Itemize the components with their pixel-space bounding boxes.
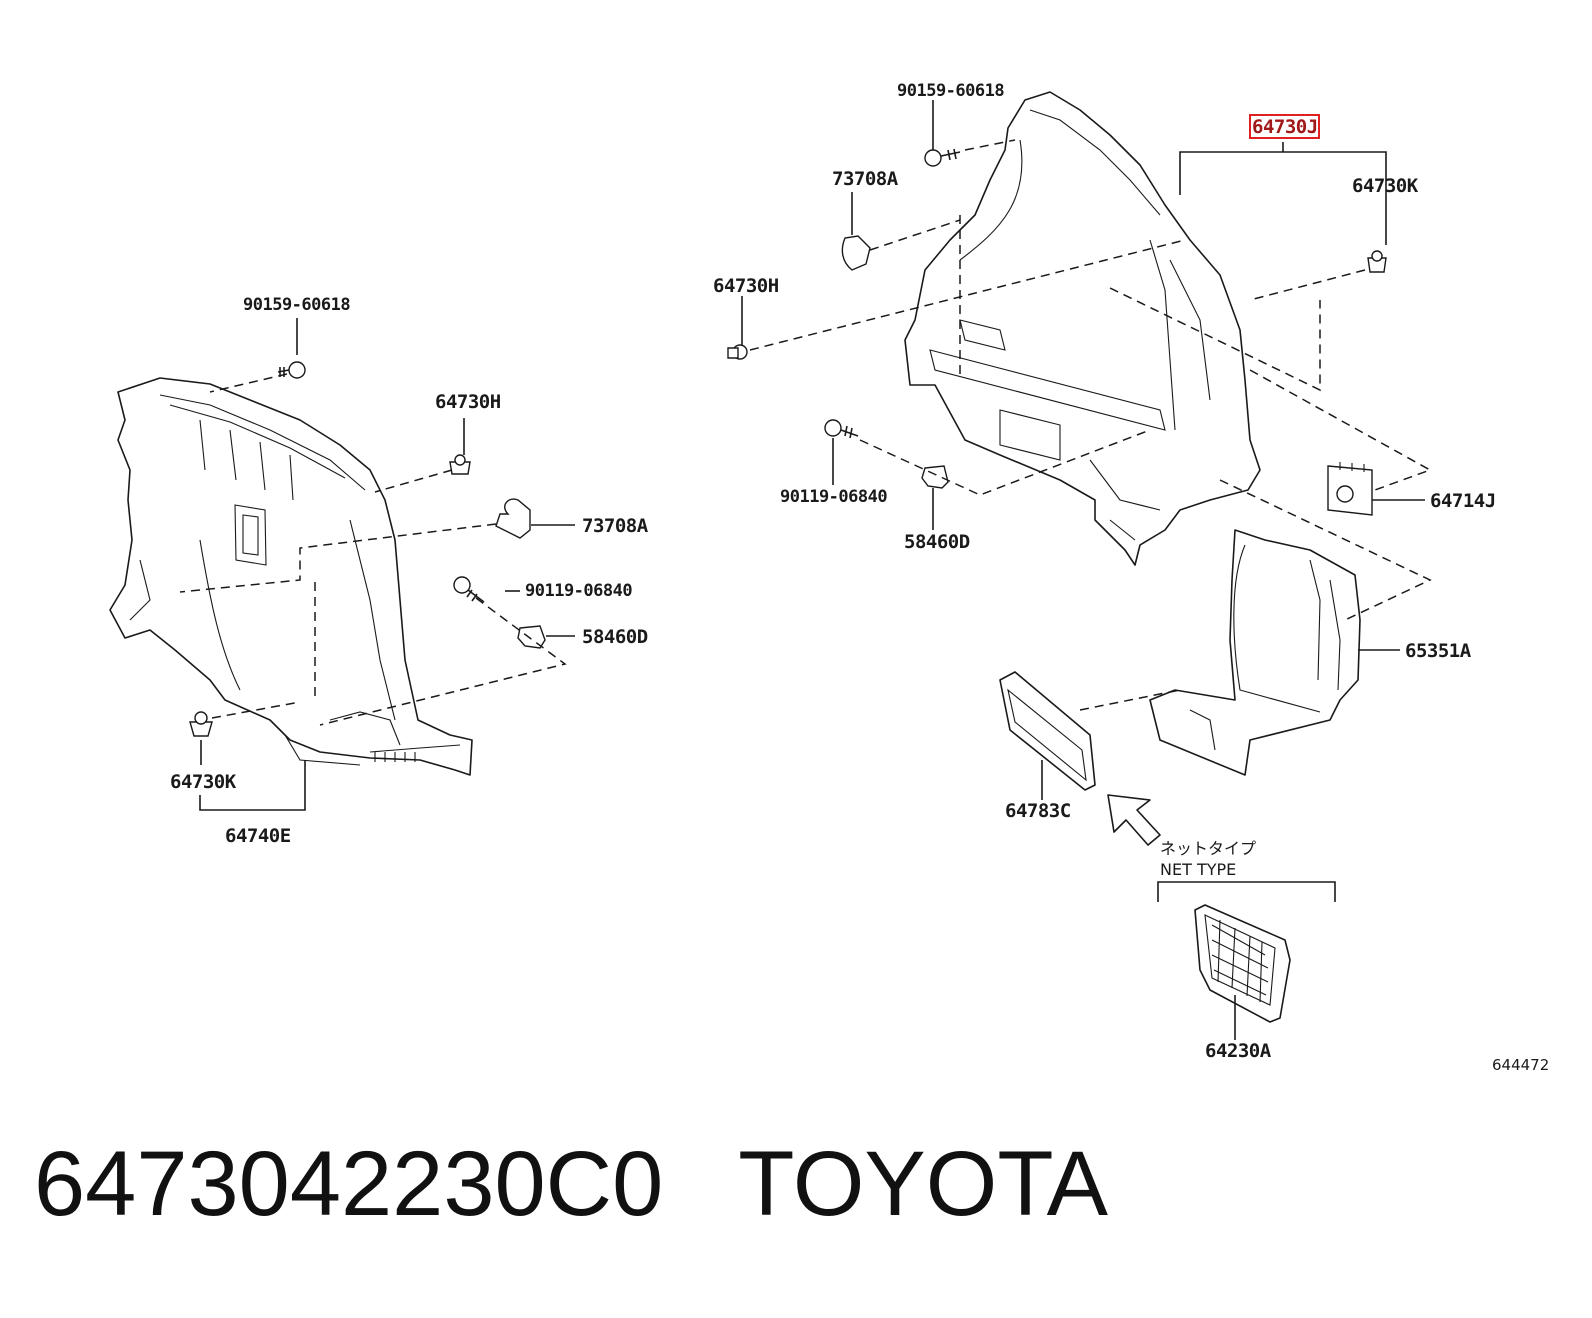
label-cover-64714j[interactable]: 64714J: [1430, 490, 1496, 512]
push-pin-icon: [495, 498, 531, 539]
clip-icon: [189, 711, 213, 737]
label-clip-64730h-right[interactable]: 64730H: [713, 275, 779, 297]
clip-icon: [449, 454, 471, 475]
label-clip-64730k-left[interactable]: 64730K: [170, 771, 237, 793]
bolt-icon: [277, 361, 306, 379]
label-clip-64730k-right[interactable]: 64730K: [1352, 175, 1419, 197]
caption-part-number: 6473042230C0: [34, 1133, 664, 1235]
clip-icon: [727, 344, 748, 360]
net-icon: [1194, 904, 1291, 1023]
bolt-icon: [924, 148, 961, 167]
label-net-64230a[interactable]: 64230A: [1205, 1040, 1272, 1062]
right-trim-panel: [904, 91, 1261, 566]
net-type-label: NET TYPE: [1160, 860, 1236, 879]
caption: 6473042230C0 TOYOTA: [34, 1138, 1108, 1230]
highlight-box: [1249, 114, 1320, 139]
label-nut-58460d-left[interactable]: 58460D: [582, 626, 648, 648]
push-pin-icon: [841, 235, 871, 271]
label-bolt-90119-left[interactable]: 90119-06840: [525, 581, 633, 601]
label-main-part-64730j[interactable]: 64730J: [1252, 116, 1318, 138]
label-box-65351a[interactable]: 65351A: [1405, 640, 1472, 662]
lid-64783c: [999, 671, 1096, 791]
label-fastener-73708a-right[interactable]: 73708A: [832, 168, 899, 190]
label-bolt-90119-right[interactable]: 90119-06840: [780, 487, 888, 507]
left-trim-panel: [109, 377, 473, 776]
label-bolt-90159-right[interactable]: 90159-60618: [897, 81, 1005, 101]
caption-brand: TOYOTA: [738, 1133, 1109, 1235]
label-bolt-90159-left[interactable]: 90159-60618: [243, 295, 351, 315]
figure-number: 644472: [1492, 1056, 1549, 1074]
label-clip-64730h-left[interactable]: 64730H: [435, 391, 501, 413]
arrow-icon: [1107, 794, 1161, 846]
bolt-icon: [824, 419, 859, 439]
clip-icon: [1367, 250, 1387, 273]
parts-diagram: 90159-60618 64730H 73708A 90119-06840 58…: [109, 81, 1549, 1074]
storage-box-65351a: [1149, 529, 1361, 776]
label-assembly-64740e[interactable]: 64740E: [225, 825, 291, 847]
nut-icon: [517, 625, 546, 649]
cover-64714j: [1327, 462, 1373, 516]
nut-icon: [921, 465, 949, 489]
net-type-jp-label: ネットタイプ: [1160, 839, 1256, 858]
label-lid-64783c[interactable]: 64783C: [1005, 800, 1071, 822]
label-fastener-73708a-left[interactable]: 73708A: [582, 515, 649, 537]
caption-gap: [663, 1133, 738, 1235]
label-nut-58460d-right[interactable]: 58460D: [904, 531, 970, 553]
bolt-icon: [453, 576, 485, 603]
